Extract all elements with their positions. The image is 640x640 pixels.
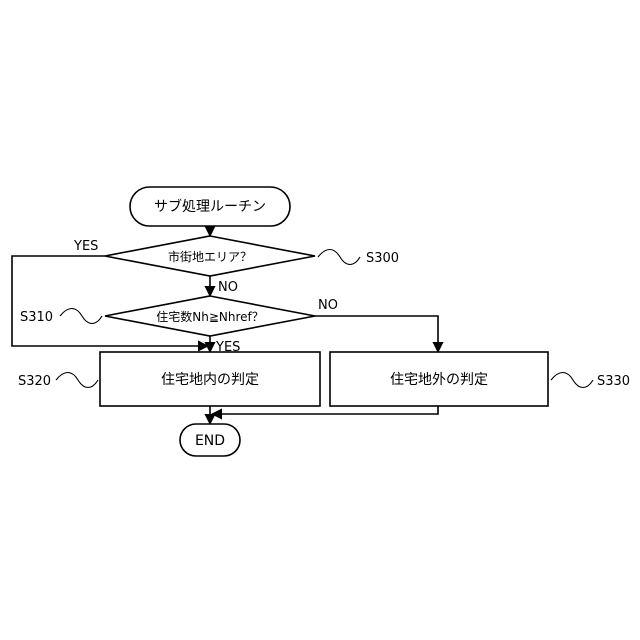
ref-label-s300: S300 — [366, 251, 399, 266]
connector-decision2-no — [315, 316, 438, 352]
end-label: END — [195, 433, 225, 449]
decision-house-count-label: 住宅数Nh≧Nhref？ — [156, 309, 264, 324]
leader-s320 — [56, 373, 98, 388]
flow-label-yes-house: YES — [215, 340, 240, 355]
connector-outside-to-merge — [212, 406, 438, 414]
leader-s300 — [318, 250, 360, 265]
process-inside-label: 住宅地内の判定 — [161, 372, 259, 388]
start-label: サブ処理ルーチン — [154, 198, 266, 215]
ref-label-s320: S320 — [18, 374, 51, 389]
flow-label-no-urban: NO — [218, 280, 238, 295]
leader-s330 — [551, 373, 593, 388]
process-outside-label: 住宅地外の判定 — [390, 372, 488, 388]
decision-urban-area-label: 市街地エリア？ — [168, 249, 252, 264]
ref-label-s330: S330 — [597, 374, 630, 389]
ref-label-s310: S310 — [20, 310, 53, 325]
flow-label-no-house: NO — [318, 298, 338, 313]
flow-label-yes-urban: YES — [73, 239, 98, 254]
leader-s310 — [60, 309, 102, 324]
